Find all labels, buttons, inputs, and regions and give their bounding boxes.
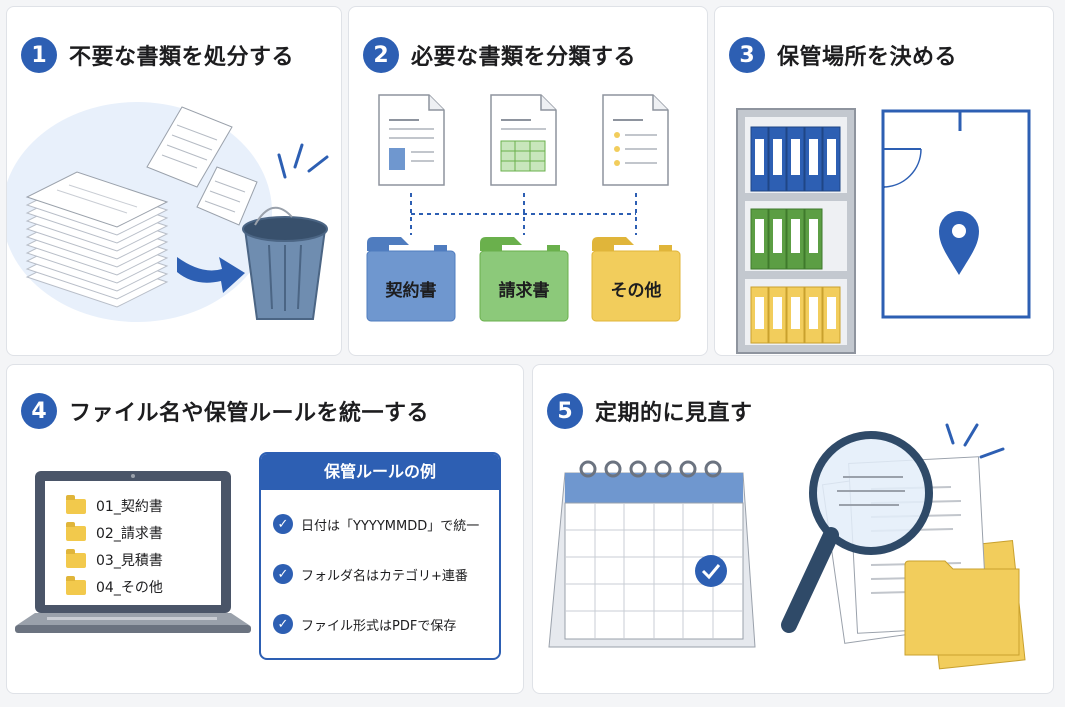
document-icon xyxy=(378,94,445,186)
spreadsheet-document-icon xyxy=(490,94,557,186)
step-card-5: 5 定期的に見直す xyxy=(532,364,1054,694)
category-label-contract: 契約書 xyxy=(385,280,437,301)
arrow-right-icon xyxy=(177,257,245,293)
check-circle-icon xyxy=(695,555,727,587)
laptop-file-item[interactable]: 04_その他 xyxy=(66,575,163,597)
trash-can-icon xyxy=(242,206,328,320)
step-title-4: ファイル名や保管ルールを統一する xyxy=(69,401,430,426)
location-pin-icon xyxy=(939,211,979,275)
rule-text: フォルダ名はカテゴリ+連番 xyxy=(301,568,468,584)
check-circle-icon: ✓ xyxy=(273,514,293,534)
folder-other-icon xyxy=(591,237,681,322)
laptop-file-item[interactable]: 03_見積書 xyxy=(66,548,163,570)
step-card-3: 3 保管場所を決める xyxy=(714,6,1054,356)
folder-icon xyxy=(66,494,86,514)
checklist-document-icon xyxy=(602,94,669,186)
rule-text: ファイル形式はPDFで保存 xyxy=(301,618,457,634)
paper-stack-icon xyxy=(25,171,169,308)
folder-icon xyxy=(66,521,86,541)
category-label-other: その他 xyxy=(611,280,662,301)
step-header-3: 3 保管場所を決める xyxy=(729,37,957,73)
check-circle-icon: ✓ xyxy=(273,564,293,584)
laptop-file-item[interactable]: 02_請求書 xyxy=(66,521,163,543)
laptop-file-name: 01_契約書 xyxy=(96,499,163,515)
step-title-5: 定期的に見直す xyxy=(595,401,753,426)
check-circle-icon: ✓ xyxy=(273,614,293,634)
storage-rules-panel: 保管ルールの例 ✓ 日付は「YYYYMMDD」で統一 ✓ フォルダ名はカテゴリ+… xyxy=(259,452,501,660)
rule-text: 日付は「YYYYMMDD」で統一 xyxy=(301,518,480,534)
folder-invoice-icon xyxy=(479,237,569,322)
step-header-5: 5 定期的に見直す xyxy=(547,393,753,429)
step-title-1: 不要な書類を処分する xyxy=(69,45,295,70)
folder-contract-icon xyxy=(366,237,456,322)
step-card-2: 2 必要な書類を分類する xyxy=(348,6,708,356)
step-header-1: 1 不要な書類を処分する xyxy=(21,37,294,73)
magnifier-icon xyxy=(781,431,933,633)
step-header-4: 4 ファイル名や保管ルールを統一する xyxy=(21,393,429,429)
step-card-1: 1 不要な書類を処分する xyxy=(6,6,342,356)
laptop-file-name: 04_その他 xyxy=(96,580,163,596)
shelf-icon xyxy=(736,108,856,354)
flying-paper-icon xyxy=(146,106,258,226)
storage-illustration xyxy=(736,108,1031,354)
step-title-2: 必要な書類を分類する xyxy=(411,45,637,70)
classify-illustration: 契約書 請求書 その他 xyxy=(366,94,681,322)
step-title-3: 保管場所を決める xyxy=(777,45,958,70)
review-illustration xyxy=(548,423,1026,670)
laptop-file-name: 02_請求書 xyxy=(96,526,163,542)
laptop-file-name: 03_見積書 xyxy=(96,553,163,569)
step-number-4: 4 xyxy=(21,393,57,429)
step-number-5: 5 xyxy=(547,393,583,429)
discard-illustration xyxy=(7,102,329,322)
laptop-file-item[interactable]: 01_契約書 xyxy=(66,494,163,516)
step-number-3: 3 xyxy=(729,37,765,73)
folder-icon xyxy=(66,575,86,595)
category-label-invoice: 請求書 xyxy=(499,280,550,301)
rules-header: 保管ルールの例 xyxy=(261,454,499,490)
rule-item: ✓ フォルダ名はカテゴリ+連番 xyxy=(273,564,468,584)
folder-icon xyxy=(66,548,86,568)
rule-item: ✓ ファイル形式はPDFで保存 xyxy=(273,614,456,634)
step-header-2: 2 必要な書類を分類する xyxy=(363,37,636,73)
step-number-1: 1 xyxy=(21,37,57,73)
calendar-icon xyxy=(548,460,756,648)
rule-item: ✓ 日付は「YYYYMMDD」で統一 xyxy=(273,514,479,534)
step-number-2: 2 xyxy=(363,37,399,73)
